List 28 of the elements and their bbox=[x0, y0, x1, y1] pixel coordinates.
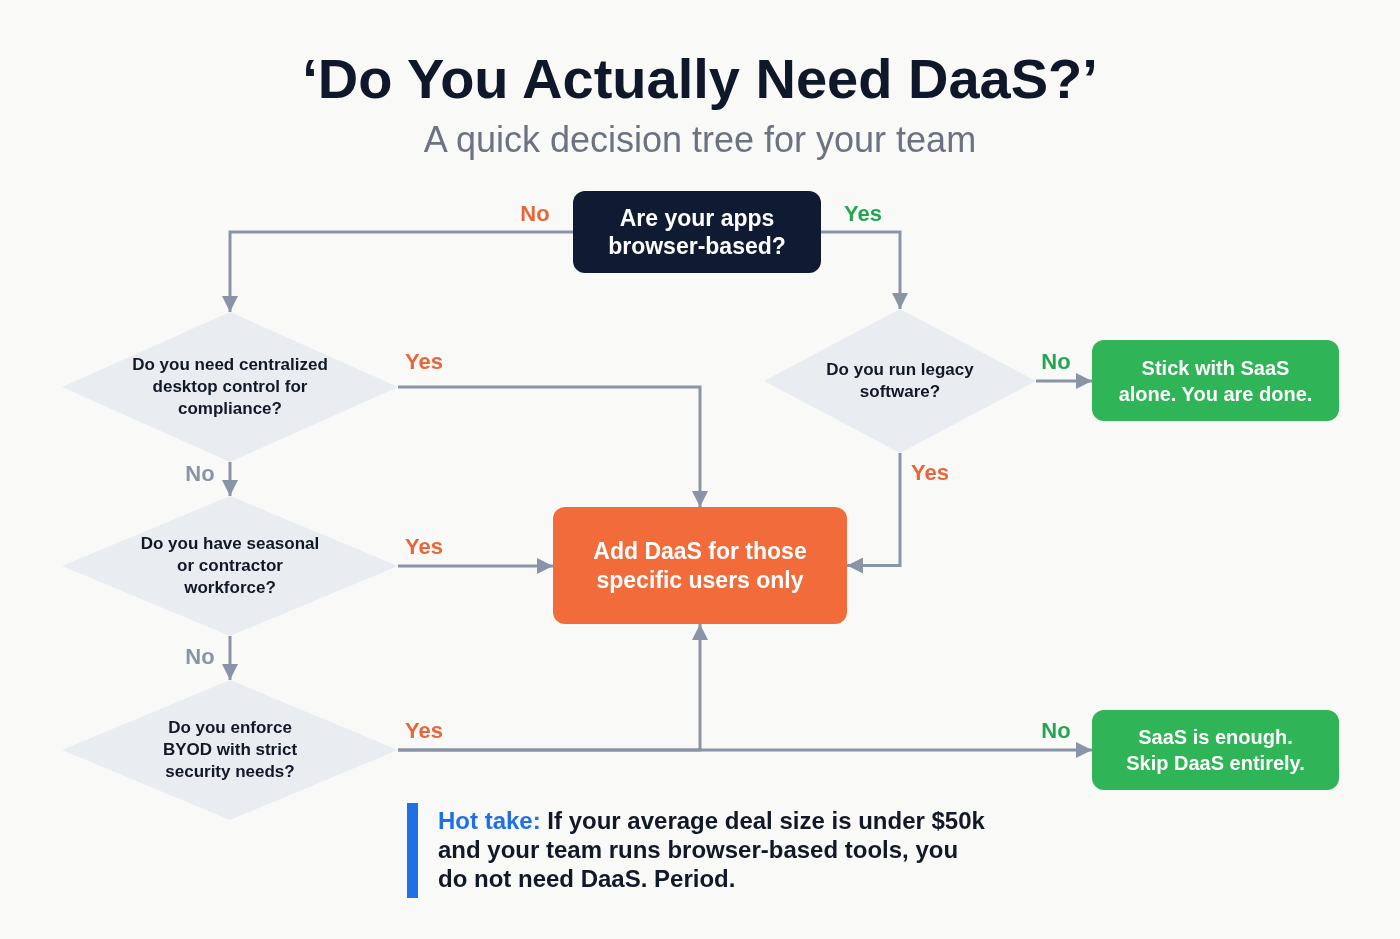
arrow bbox=[847, 453, 902, 574]
note-text: Hot take: If your average deal size is under $50k and your team runs browser-based tools, you do not need DaaS. Period. bbox=[438, 806, 986, 893]
node-text: Are your apps browser-based? bbox=[607, 204, 787, 260]
title: ‘Do You Actually Need DaaS?’ bbox=[302, 46, 1098, 112]
decision-diamond bbox=[62, 496, 398, 636]
arrow bbox=[222, 462, 238, 496]
node-text: Stick with SaaS alone. You are done. bbox=[1117, 355, 1314, 407]
arrow bbox=[398, 385, 708, 507]
question-box bbox=[573, 191, 821, 273]
node-text: Do you run legacy software? bbox=[825, 359, 975, 403]
decision-diamond bbox=[62, 312, 398, 462]
arrow bbox=[398, 558, 553, 574]
node-text: Do you need centralized desktop control for compliance? bbox=[131, 354, 329, 420]
node-text: Do you have seasonal or contractor workforce? bbox=[139, 533, 321, 599]
decision-diamond bbox=[764, 309, 1036, 453]
arrow bbox=[1036, 373, 1092, 389]
node-text: SaaS is enough. Skip DaaS entirely. bbox=[1125, 725, 1306, 776]
node-text: Do you enforce BYOD with strict security needs? bbox=[161, 717, 299, 783]
arrow bbox=[222, 636, 238, 680]
arrow bbox=[821, 230, 908, 309]
decision-diamond bbox=[62, 680, 398, 820]
outcome-box bbox=[553, 507, 847, 624]
subtitle: A quick decision tree for your team bbox=[423, 118, 977, 162]
outcome-box bbox=[1092, 710, 1339, 790]
node-text: Add DaaS for those specific users only bbox=[592, 536, 808, 595]
outcome-box bbox=[1092, 340, 1339, 421]
arrow bbox=[398, 742, 1092, 758]
arrow bbox=[222, 230, 573, 312]
